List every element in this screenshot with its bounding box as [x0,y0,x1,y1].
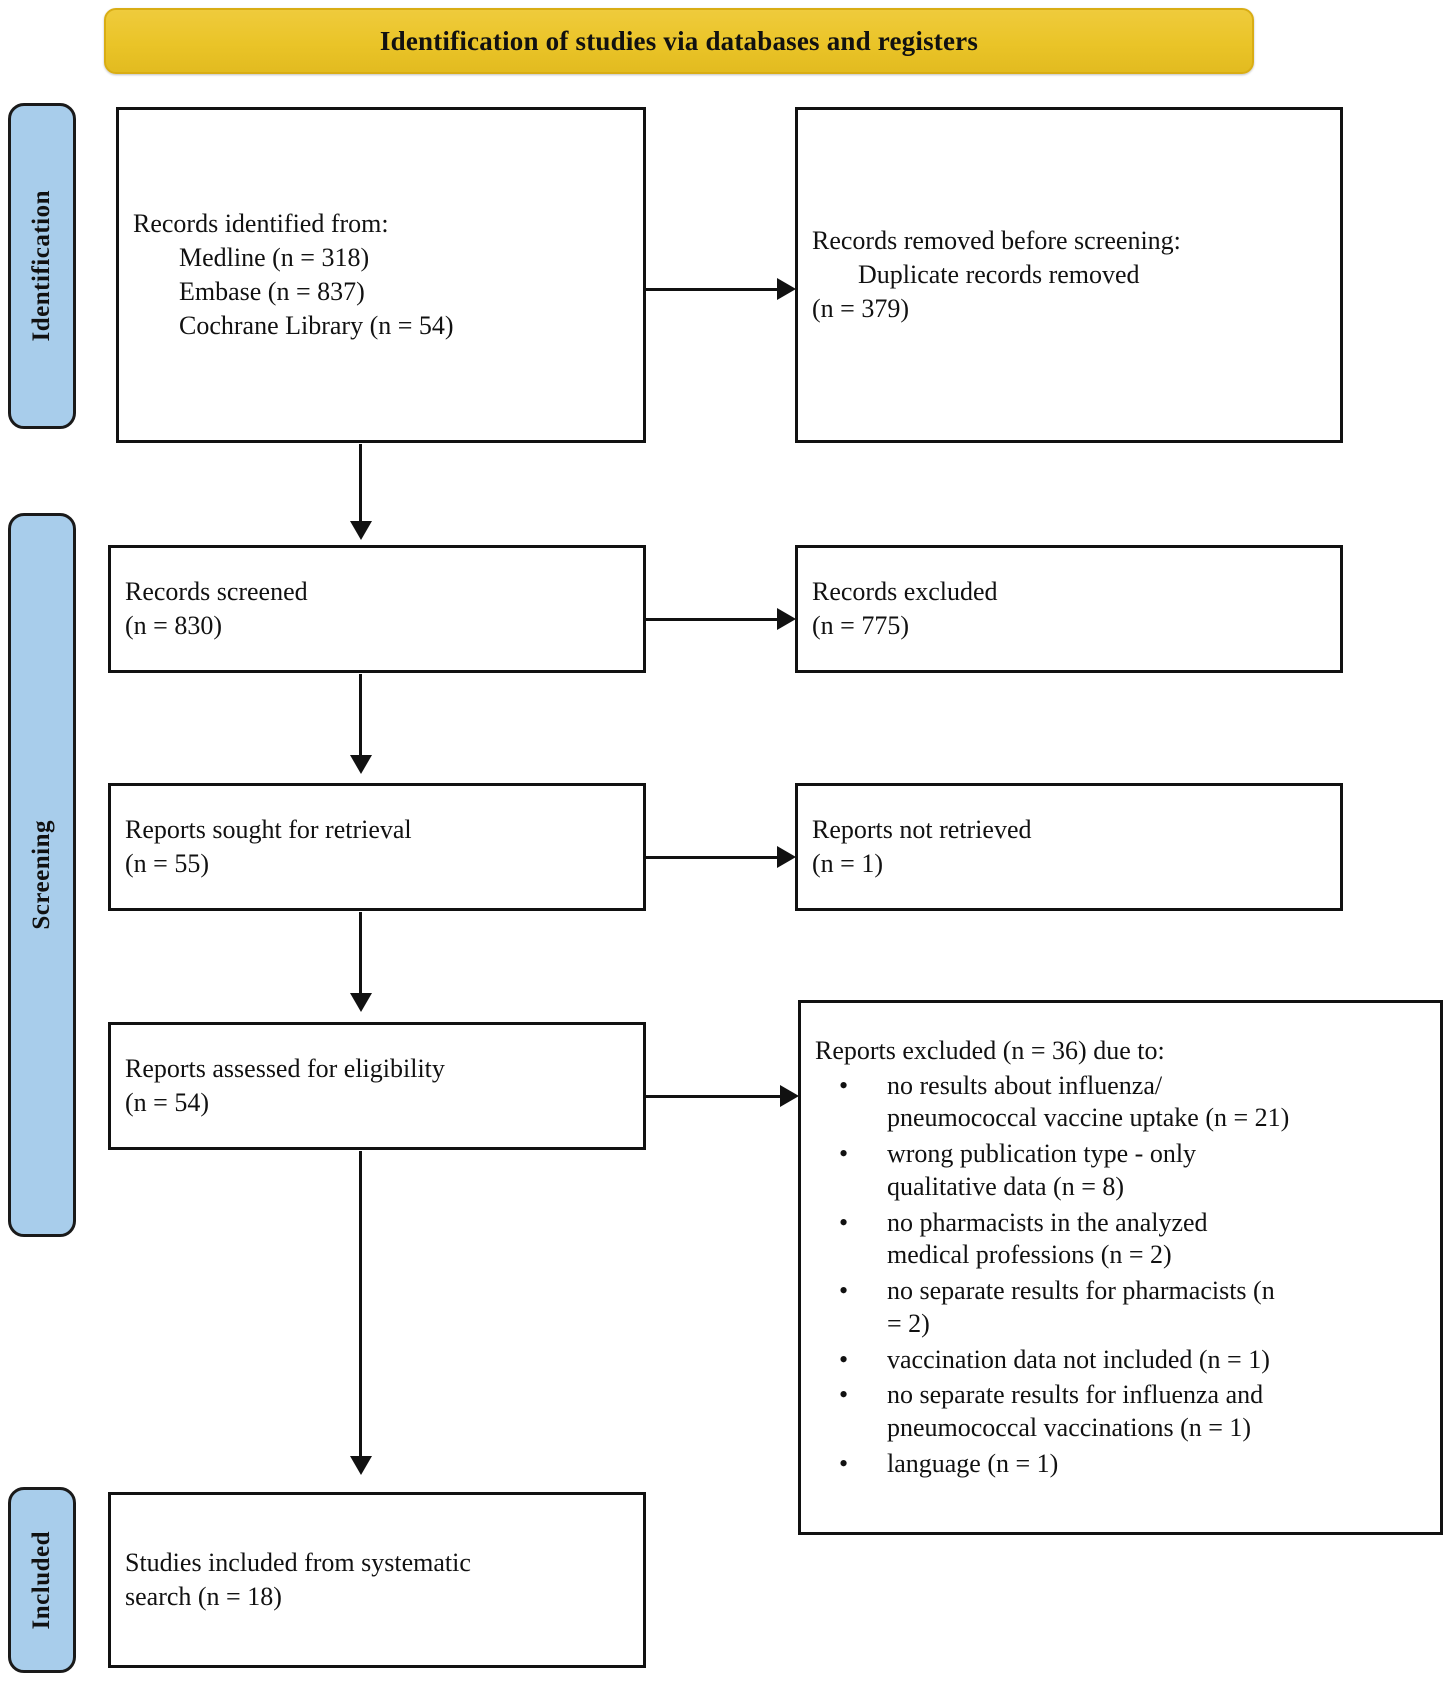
box-records-removed-content: Records removed before screening: Duplic… [798,224,1340,325]
box-reports-not-retrieved-content: Reports not retrieved (n = 1) [798,813,1340,881]
connector-sought-to-assessed [359,912,362,994]
list-item: • no separate results for pharmacists (n… [815,1275,1426,1341]
phase-bar-included: Included [8,1487,76,1673]
list-item: • no pharmacists in the analyzed medical… [815,1207,1426,1273]
connector-screened-to-sought [359,674,362,756]
text-line: (n = 379) [812,293,909,323]
box-reports-sought-for-retrieval: Reports sought for retrieval (n = 55) [108,783,646,911]
box-studies-included: Studies included from systematic search … [108,1492,646,1668]
reports-excluded-title: Reports excluded (n = 36) due to: [815,1036,1165,1065]
text-line: (n = 55) [125,849,209,878]
list-item-label: no separate results for pharmacists (n =… [887,1276,1275,1338]
box-records-screened: Records screened (n = 830) [108,545,646,673]
list-item-label: vaccination data not included (n = 1) [887,1344,1270,1374]
list-item-label: language (n = 1) [887,1448,1059,1478]
arrowhead-right-icon [780,1085,799,1107]
list-item-label: wrong publication type - only qualitativ… [887,1139,1197,1201]
text-line: Medline (n = 318) [179,243,370,273]
box-reports-excluded-reasons: Reports excluded (n = 36) due to: • no r… [798,1000,1443,1535]
bullet-icon: • [839,1276,849,1305]
list-item: • language (n = 1) [815,1448,1426,1481]
text-line: (n = 1) [812,849,883,878]
box-studies-included-content: Studies included from systematic search … [111,1546,643,1614]
box-records-screened-content: Records screened (n = 830) [111,575,643,643]
connector-identified-to-removed [646,288,778,291]
text-line: Embase (n = 837) [179,277,365,306]
arrowhead-down-icon [350,1456,372,1475]
list-item: • vaccination data not included (n = 1) [815,1344,1426,1377]
text-line: (n = 54) [125,1088,209,1117]
list-item: • no separate results for influenza and … [815,1379,1426,1445]
diagram-header-banner: Identification of studies via databases … [104,8,1254,74]
text-line: search (n = 18) [125,1582,282,1611]
connector-sought-to-not-retrieved [646,856,778,859]
list-item-label: no separate results for influenza and pn… [887,1380,1264,1442]
text-line: Duplicate records removed [858,260,1140,290]
connector-assessed-to-included [359,1151,362,1457]
bullet-icon: • [839,1207,849,1237]
connector-assessed-to-excluded [646,1095,781,1098]
box-reports-assessed-for-eligibility: Reports assessed for eligibility (n = 54… [108,1022,646,1150]
phase-bar-identification: Identification [8,103,76,429]
arrowhead-right-icon [777,846,796,868]
text-line: (n = 775) [812,611,909,640]
phase-label-identification: Identification [28,190,55,342]
text-line: Records screened [125,577,308,607]
text-line: (n = 830) [125,611,222,640]
arrowhead-down-icon [350,755,372,774]
text-line: Cochrane Library (n = 54) [179,310,454,340]
bullet-icon: • [839,1070,849,1100]
text-line: Records removed before screening: [812,226,1181,256]
box-reports-assessed-content: Reports assessed for eligibility (n = 54… [111,1052,643,1120]
connector-identified-to-screened [359,444,362,522]
bullet-icon: • [839,1448,849,1478]
text-line: Reports assessed for eligibility [125,1054,445,1084]
box-reports-excluded-content: Reports excluded (n = 36) due to: • no r… [801,1003,1440,1484]
bullet-icon: • [839,1380,849,1410]
reports-excluded-list: • no results about influenza/ pneumococc… [815,1070,1426,1481]
box-records-identified-content: Records identified from: Medline (n = 31… [119,207,643,342]
list-item: • no results about influenza/ pneumococc… [815,1070,1426,1136]
text-line: Reports sought for retrieval [125,815,412,845]
bullet-icon: • [839,1344,849,1374]
box-records-excluded: Records excluded (n = 775) [795,545,1343,673]
list-item-label: no results about influenza/ pneumococcal… [887,1070,1290,1133]
text-line: Studies included from systematic [125,1548,471,1578]
diagram-title: Identification of studies via databases … [379,25,979,56]
box-reports-sought-content: Reports sought for retrieval (n = 55) [111,813,643,881]
text-line: Records excluded [812,577,998,607]
arrowhead-down-icon [350,993,372,1012]
box-reports-not-retrieved: Reports not retrieved (n = 1) [795,783,1343,911]
bullet-icon: • [839,1139,849,1168]
phase-bar-screening: Screening [8,513,76,1237]
arrowhead-right-icon [777,608,796,630]
text-line: Records identified from: [133,209,389,239]
box-records-identified: Records identified from: Medline (n = 31… [116,107,646,443]
list-item-label: no pharmacists in the analyzed medical p… [887,1207,1208,1270]
box-records-removed-before-screening: Records removed before screening: Duplic… [795,107,1343,443]
phase-label-screening: Screening [28,820,55,930]
phase-label-included: Included [28,1530,55,1630]
arrowhead-down-icon [350,521,372,540]
box-records-excluded-content: Records excluded (n = 775) [798,575,1340,643]
text-line: Reports not retrieved [812,815,1032,845]
arrowhead-right-icon [777,278,796,300]
connector-screened-to-excluded [646,618,778,621]
list-item: • wrong publication type - only qualitat… [815,1138,1426,1204]
